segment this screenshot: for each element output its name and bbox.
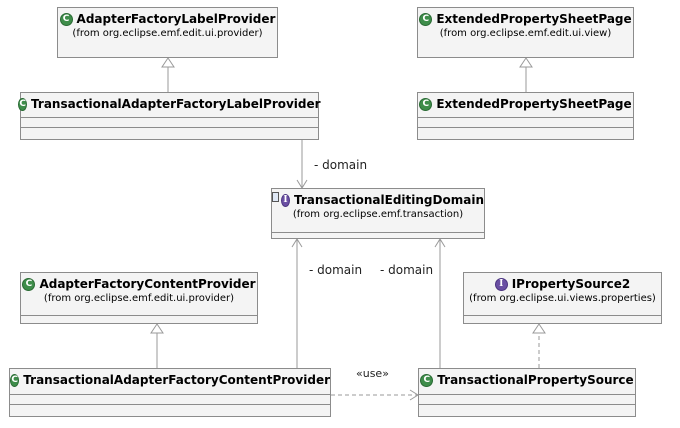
class-icon: C (419, 13, 433, 26)
compartment-divider (21, 127, 318, 128)
package-label: (from org.eclipse.emf.edit.ui.view) (439, 28, 612, 39)
compartment-divider (10, 404, 330, 405)
class-icon: C (59, 13, 73, 26)
compartment-divider (419, 394, 635, 395)
class-icon: C (10, 374, 20, 387)
class-name: TransactionalPropertySource (437, 373, 634, 387)
operations-compartment (418, 128, 633, 140)
compartment-divider (464, 315, 661, 316)
association-arrow-property-source-domain (434, 238, 446, 248)
compartment-divider (272, 232, 484, 233)
operations-compartment (10, 405, 330, 417)
dependency-label-use: «use» (356, 367, 389, 380)
library-decorator-icon (272, 191, 280, 202)
class-name: ExtendedPropertySheetPage (436, 12, 632, 26)
class-name: AdapterFactoryContentProvider (39, 277, 256, 291)
compartment-divider (21, 117, 318, 118)
interface-icon: I (494, 278, 508, 291)
class-name: TransactionalEditingDomain (294, 193, 484, 207)
association-label-domain: - domain (309, 263, 363, 277)
compartment-divider (418, 117, 633, 118)
package-label: (from org.eclipse.ui.views.properties) (469, 293, 656, 304)
association-label-domain: - domain (380, 263, 434, 277)
association-label-domain: - domain (314, 158, 368, 172)
association-arrow-content-provider-domain (291, 238, 303, 248)
generalization-arrow-label-provider (161, 57, 175, 68)
operations-compartment (419, 405, 635, 417)
class-name: IPropertySource2 (511, 277, 631, 291)
class-icon: C (18, 98, 28, 111)
package-label: (from org.eclipse.emf.transaction) (292, 209, 464, 220)
compartment-divider (419, 404, 635, 405)
class-name: AdapterFactoryLabelProvider (76, 12, 276, 26)
package-label: (from org.eclipse.emf.edit.ui.provider) (72, 28, 263, 39)
class-name: TransactionalAdapterFactoryLabelProvider (31, 97, 321, 111)
class-icon: C (419, 98, 433, 111)
compartment-divider (418, 127, 633, 128)
compartment-divider (10, 394, 330, 395)
class-icon: C (420, 374, 434, 387)
package-label: (from org.eclipse.emf.edit.ui.provider) (43, 293, 235, 304)
class-name: TransactionalAdapterFactoryContentProvid… (23, 373, 330, 387)
generalization-arrow-property-sheet (519, 57, 533, 68)
operations-compartment (21, 128, 318, 140)
compartment-divider (21, 315, 257, 316)
interface-icon: I (281, 194, 291, 207)
class-name: ExtendedPropertySheetPage (436, 97, 632, 111)
realization-arrow-property-source2 (532, 323, 546, 334)
class-icon: C (22, 278, 36, 291)
generalization-arrow-content-provider (150, 323, 164, 334)
